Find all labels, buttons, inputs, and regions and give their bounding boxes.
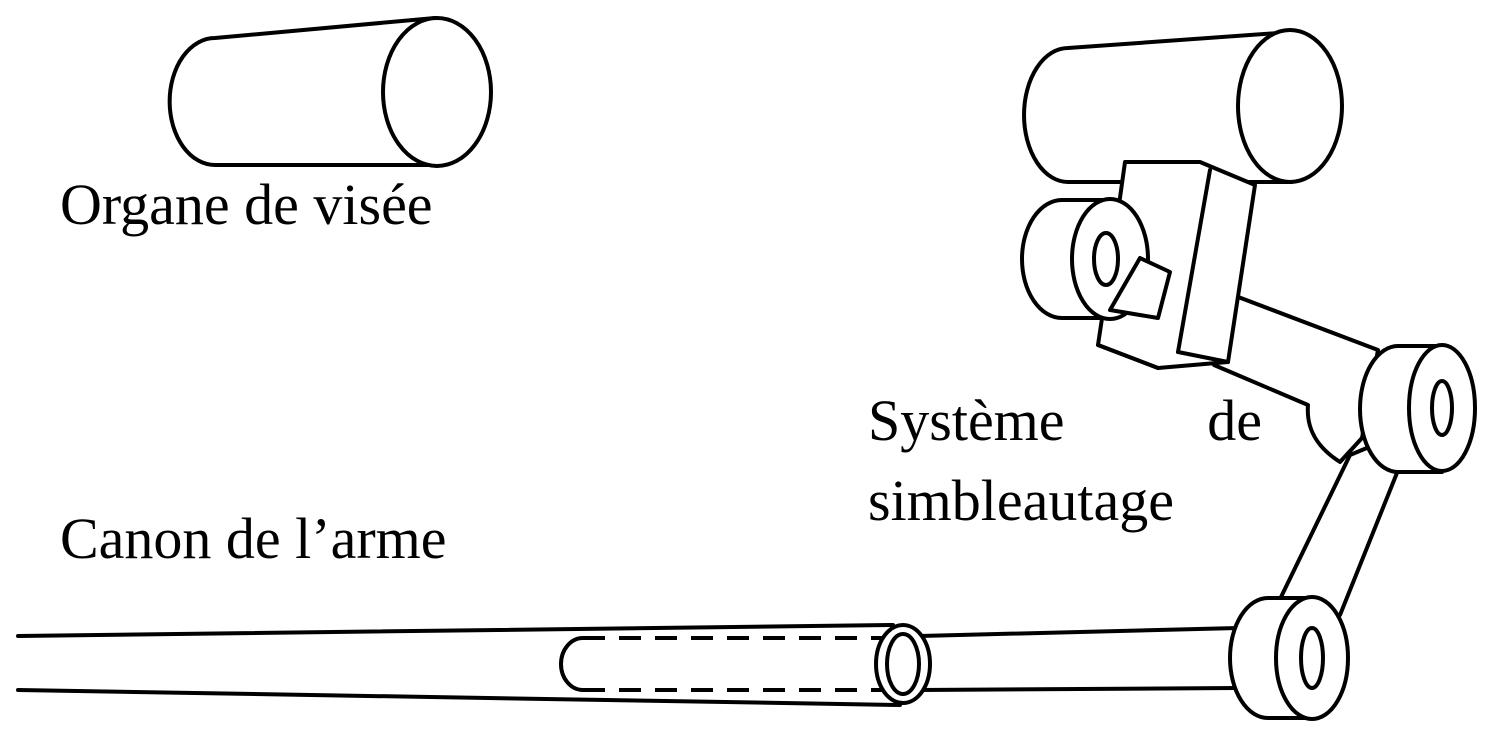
- sight-device-cylinder: [167, 16, 493, 168]
- boresight-upper-arm: [1212, 290, 1380, 464]
- boresight-pivot-cylinder: [1020, 197, 1172, 321]
- boresight-label-line1: Système de: [868, 392, 1262, 450]
- boresight-label-word-de: de: [1207, 388, 1262, 453]
- boresight-barrel-clamp: [1228, 595, 1350, 721]
- barrel-tube: [16, 623, 1240, 707]
- sight-device-label: Organe de visée: [60, 172, 433, 237]
- boresight-upper-cylinder: [1022, 28, 1344, 184]
- boresight-label-word-simbleautage: simbleautage: [868, 468, 1175, 533]
- boresight-system-label: Système de simbleautage: [868, 392, 1262, 530]
- boresight-label-word-systeme: Système: [868, 388, 1065, 453]
- barrel-label: Canon de l’arme: [60, 506, 447, 571]
- boresight-elbow-joint: [1358, 343, 1477, 474]
